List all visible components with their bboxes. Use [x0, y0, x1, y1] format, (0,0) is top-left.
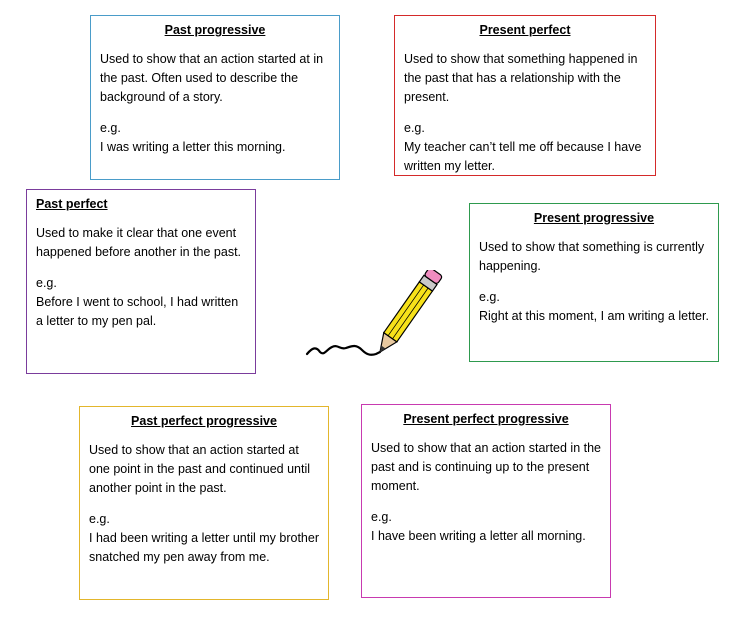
card-example: I have been writing a letter all morning… — [371, 529, 586, 543]
card-eg-label: e.g. — [36, 276, 57, 290]
pencil-body — [382, 281, 434, 343]
card-present-perfect-progressive: Present perfect progressive Used to show… — [361, 404, 611, 598]
card-past-perfect-progressive: Past perfect progressive Used to show th… — [79, 406, 329, 600]
card-title: Present perfect progressive — [403, 412, 569, 426]
card-description: Used to show that something happened in … — [404, 52, 638, 104]
card-eg-label: e.g. — [100, 121, 121, 135]
card-example: Right at this moment, I am writing a let… — [479, 309, 709, 323]
card-title: Present perfect — [479, 23, 571, 37]
card-past-perfect: Past perfect Used to make it clear that … — [26, 189, 256, 374]
card-title: Past progressive — [164, 23, 266, 37]
card-description: Used to show that an action started in t… — [371, 441, 601, 493]
card-title: Past perfect progressive — [131, 414, 277, 428]
pencil-icon — [305, 270, 443, 356]
squiggle-line — [305, 344, 382, 356]
pencil-eraser — [424, 270, 443, 284]
card-eg-label: e.g. — [371, 510, 392, 524]
card-eg-label: e.g. — [479, 290, 500, 304]
card-past-progressive: Past progressive Used to show that an ac… — [90, 15, 340, 180]
card-description: Used to show that something is currently… — [479, 240, 705, 273]
card-eg-label: e.g. — [404, 121, 425, 135]
card-description: Used to show that an action started at i… — [100, 52, 324, 104]
card-example: Before I went to school, I had written a… — [36, 295, 239, 328]
pencil-lead — [380, 345, 386, 352]
card-title: Past perfect — [36, 197, 108, 211]
card-present-perfect: Present perfect Used to show that someth… — [394, 15, 656, 176]
card-description: Used to show that an action started at o… — [89, 443, 311, 495]
card-example: I had been writing a letter until my bro… — [89, 531, 319, 564]
card-title: Present progressive — [533, 211, 655, 225]
card-example: I was writing a letter this morning. — [100, 140, 286, 154]
card-present-progressive: Present progressive Used to show that so… — [469, 203, 719, 362]
card-eg-label: e.g. — [89, 512, 110, 526]
card-example: My teacher can’t tell me off because I h… — [404, 140, 642, 173]
card-description: Used to make it clear that one event hap… — [36, 226, 242, 259]
